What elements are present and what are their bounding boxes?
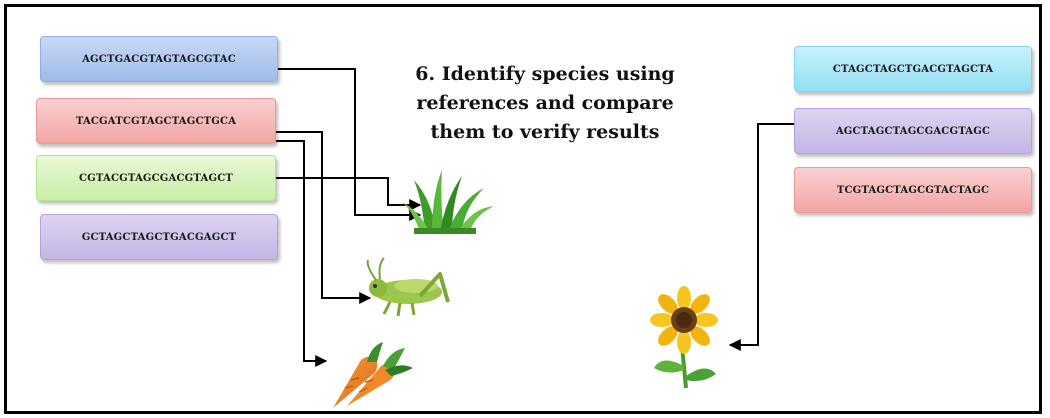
carrot-icon: [333, 342, 413, 408]
grass-icon: [402, 170, 494, 234]
connector-green-to-grass: [276, 178, 420, 205]
grasshopper-icon: [368, 258, 448, 316]
sunflower-icon: [650, 286, 718, 388]
connector-purple-to-sunflower: [730, 124, 794, 345]
connector-red-to-carrot: [276, 141, 326, 361]
